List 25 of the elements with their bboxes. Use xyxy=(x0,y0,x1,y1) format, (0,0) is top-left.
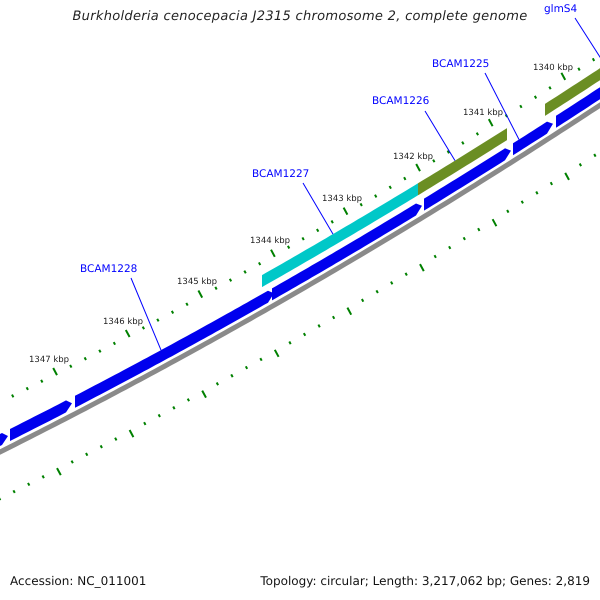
gene-segment xyxy=(272,204,422,300)
footer-note: Topology: circular; Length: 3,217,062 bp; Genes: 2,819 xyxy=(260,575,590,588)
gene-label: BCAM1228 xyxy=(80,264,138,276)
leader-line xyxy=(484,72,520,140)
footer-note: Accession: NC_011001 xyxy=(10,575,146,588)
leader-line xyxy=(130,278,162,351)
gene-label: BCAM1227 xyxy=(252,169,310,181)
tick-label: 1344 kbp xyxy=(250,237,290,246)
gene-segment xyxy=(418,128,507,196)
gene-segment xyxy=(75,290,274,408)
tick-label: 1340 kbp xyxy=(533,64,574,74)
leader-line xyxy=(302,182,334,235)
leader-line xyxy=(424,110,456,162)
tick-label: 1343 kbp xyxy=(322,195,362,204)
gene-segment xyxy=(10,400,72,441)
title: Burkholderia cenocepacia J2315 chromosome 2, complete genome xyxy=(72,10,528,24)
tick-label: 1346 kbp xyxy=(103,318,144,328)
tick-label: 1345 kbp xyxy=(177,278,218,288)
tick-label: 1347 kbp xyxy=(29,356,70,366)
gene-label: glmS4 xyxy=(544,4,578,16)
tick-label: 1342 kbp xyxy=(393,153,434,162)
gene-label: BCAM1225 xyxy=(432,59,490,71)
gene-segment xyxy=(513,122,553,156)
gene-label: BCAM1226 xyxy=(372,96,430,108)
tick-label: 1341 kbp xyxy=(463,109,504,118)
